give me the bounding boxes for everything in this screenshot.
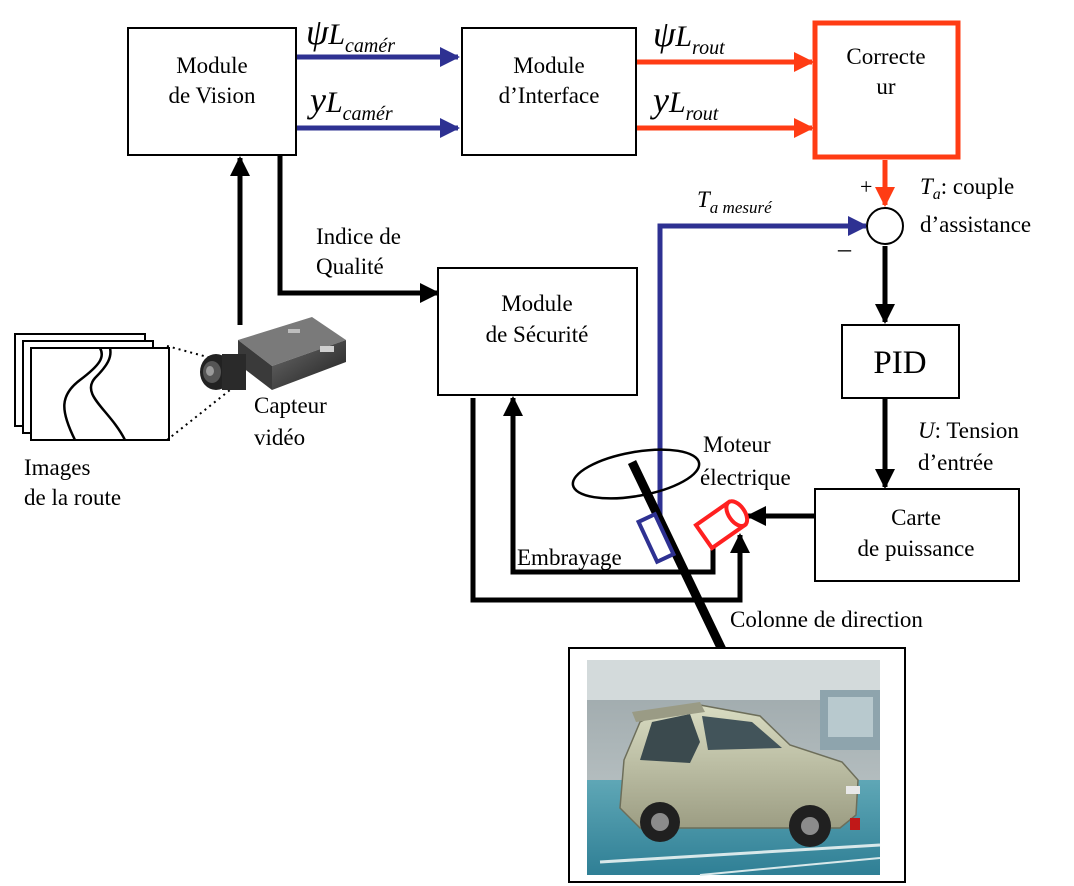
ta-label: Ta: couple	[920, 174, 1014, 203]
u-label: U: Tension	[918, 418, 1019, 443]
sensor-label-1: Capteur	[254, 393, 327, 418]
vision-module-box	[127, 27, 297, 156]
projection-line-bottom	[166, 389, 231, 441]
y-cam-label: yLcamér	[307, 80, 393, 125]
quality-arrow	[277, 155, 440, 303]
interface-module-box	[461, 27, 637, 156]
torque-sensor	[635, 511, 677, 565]
motor-label-1: Moteur	[703, 432, 771, 457]
steering-column-shaft	[627, 460, 731, 660]
psi-rout-label: ψLrout	[653, 14, 725, 59]
motor-label-2: électrique	[700, 465, 791, 490]
corrector-label-1: Correcte	[846, 44, 925, 69]
power-card-box	[814, 488, 1020, 582]
security-module-label-2: de Sécurité	[486, 322, 589, 347]
quality-label-1: Indice de	[316, 224, 401, 249]
y-rout-label: yLrout	[650, 80, 719, 125]
clutch-label: Embrayage	[517, 545, 622, 570]
psi-cam-label: ψLcamér	[306, 12, 395, 57]
pid-label: PID	[873, 345, 926, 381]
summing-node	[866, 207, 904, 245]
plus-sign: +	[860, 174, 872, 199]
security-to-motor-arrow	[470, 398, 743, 603]
vision-module-label-2: de Vision	[168, 83, 256, 108]
minus-sign: _	[837, 225, 852, 254]
power-card-label-2: de puissance	[858, 536, 975, 561]
projection-line-top	[166, 345, 227, 363]
steering-column-assembly	[571, 448, 750, 660]
security-module-box	[437, 267, 638, 396]
clutch-return-arrow	[510, 403, 716, 575]
ta-measured-line	[657, 216, 868, 520]
vision-module-label-1: Module	[176, 53, 248, 78]
images-label-2: de la route	[24, 485, 121, 510]
steering-wheel	[571, 448, 701, 500]
corrector-label-2: ur	[876, 74, 896, 99]
video-camera-icon	[200, 317, 346, 390]
ta-label-line2: d’assistance	[920, 212, 1031, 237]
interface-module-label-1: Module	[513, 53, 585, 78]
interface-module-label-2: d’Interface	[499, 83, 600, 108]
pid-box	[841, 324, 960, 399]
power-card-label-1: Carte	[891, 505, 941, 530]
u-label-line2: d’entrée	[918, 450, 993, 475]
images-label-1: Images	[24, 455, 90, 480]
column-label: Colonne de direction	[730, 607, 923, 632]
security-module-label-1: Module	[501, 291, 573, 316]
quality-label-2: Qualité	[316, 254, 384, 279]
sensor-label-2: vidéo	[254, 425, 305, 450]
road-image-stack-icon	[14, 333, 170, 441]
corrector-box	[812, 20, 961, 160]
car-photo	[587, 660, 881, 876]
electric-motor	[693, 499, 750, 551]
ta-measured-label: Ta mesuré	[697, 187, 773, 217]
